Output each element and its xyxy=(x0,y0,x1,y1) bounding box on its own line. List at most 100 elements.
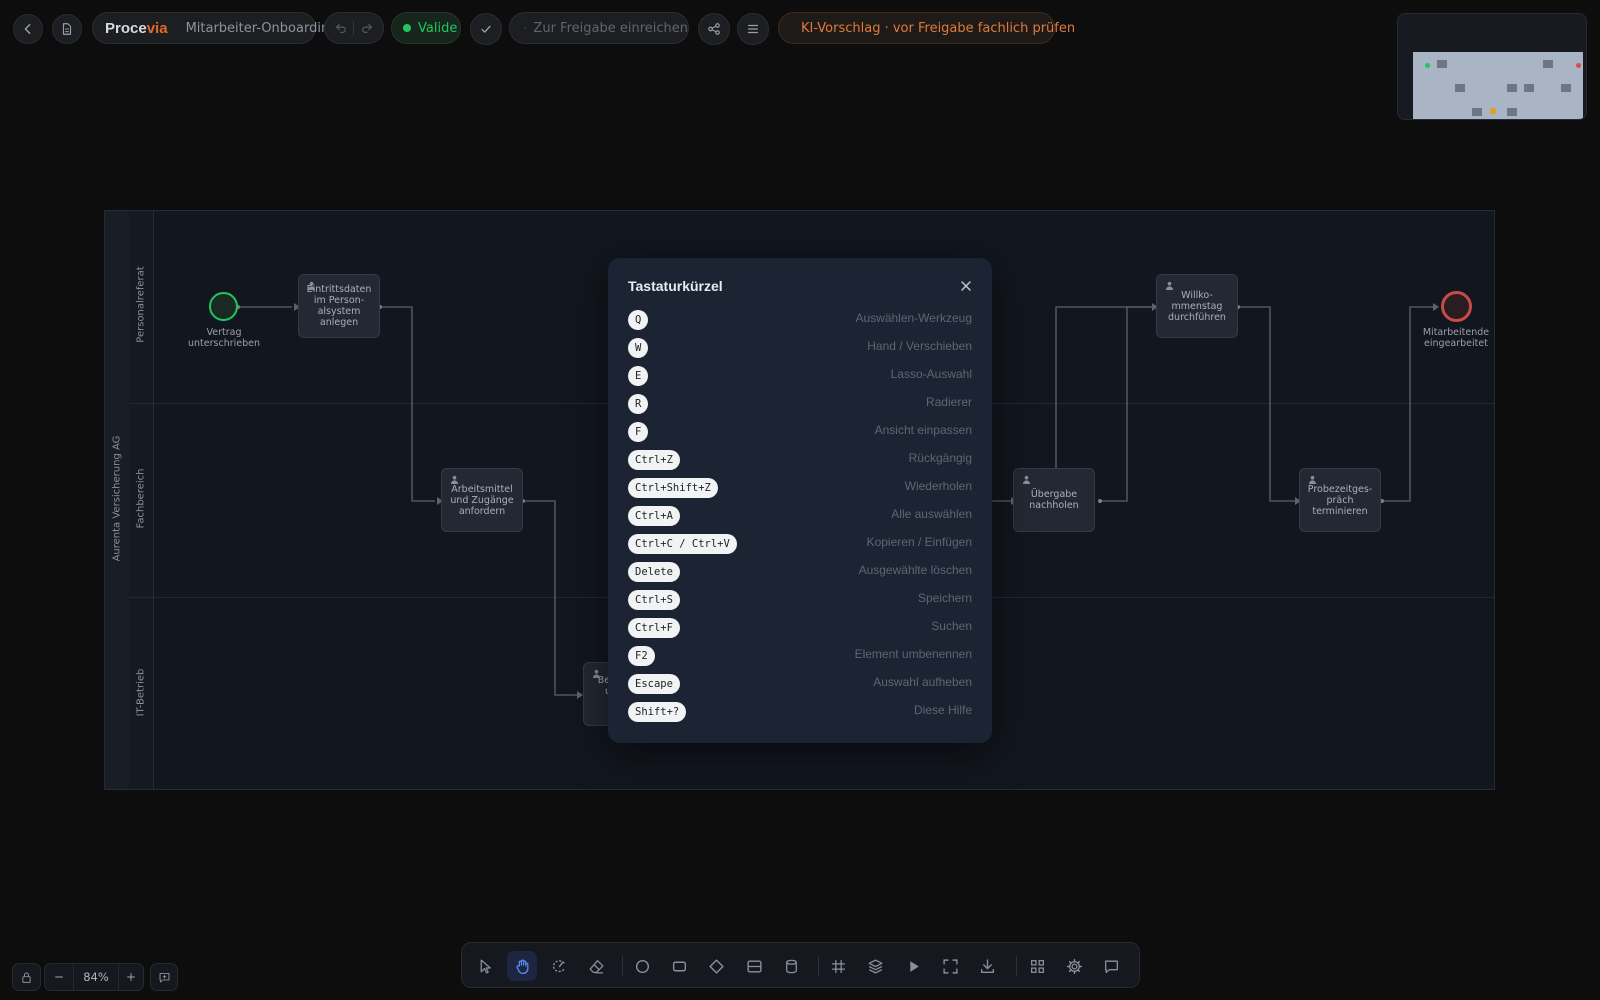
play-icon xyxy=(909,960,919,972)
shortcut-key: Ctrl+S xyxy=(628,590,680,610)
eraser-tool[interactable] xyxy=(581,951,611,981)
shortcut-row: Shift+?Diese Hilfe xyxy=(628,698,972,726)
minus-icon xyxy=(55,976,63,978)
close-icon[interactable] xyxy=(958,278,974,294)
minimap-node xyxy=(1490,108,1496,114)
toolbar-divider xyxy=(1016,956,1017,976)
hand-tool[interactable] xyxy=(507,951,537,981)
shortcut-description: Ausgewählte löschen xyxy=(858,563,972,577)
eraser-icon xyxy=(588,959,604,974)
task-arbeitsmittel[interactable]: Arbeitsmittel und Zugänge anfordern xyxy=(441,468,523,532)
minimap-end xyxy=(1576,63,1581,68)
share-button[interactable] xyxy=(698,13,730,45)
start-event-label: Vertrag unterschrieben xyxy=(188,327,260,349)
shortcut-description: Suchen xyxy=(931,619,972,633)
redo-icon[interactable] xyxy=(360,21,374,35)
note-icon xyxy=(159,972,169,982)
task-tool[interactable] xyxy=(664,951,694,981)
shortcut-description: Radierer xyxy=(925,395,972,409)
shortcut-key: Ctrl+F xyxy=(628,618,680,638)
shortcut-key: F xyxy=(628,422,649,442)
layers-button[interactable] xyxy=(860,951,890,981)
pointer-icon xyxy=(480,958,491,974)
shortcut-key: W xyxy=(628,338,649,358)
data-store-tool[interactable] xyxy=(776,951,806,981)
shortcut-key: Escape xyxy=(628,674,680,694)
shortcut-key: Delete xyxy=(628,562,680,582)
validate-button[interactable] xyxy=(470,13,502,45)
shortcut-description: Auswählen-Werkzeug xyxy=(855,311,972,325)
grid-icon xyxy=(831,959,845,973)
select-tool[interactable] xyxy=(470,951,500,981)
submit-approval-button[interactable]: Zur Freigabe einreichen xyxy=(509,12,689,44)
user-icon xyxy=(1022,475,1031,484)
task-eintrittsdaten[interactable]: Eintrittsdaten im Person-alsystem anlege… xyxy=(298,274,380,338)
task-probezeitgespraech[interactable]: Probezeitges-präch terminieren xyxy=(1299,468,1381,532)
check-icon xyxy=(481,25,491,33)
fit-view-button[interactable] xyxy=(935,951,965,981)
undo-redo-group xyxy=(324,12,384,44)
apps-button[interactable] xyxy=(1022,951,1052,981)
settings-button[interactable] xyxy=(1059,951,1089,981)
layers-icon xyxy=(867,958,883,974)
minimap-node xyxy=(1455,84,1465,92)
shortcut-description: Element umbenennen xyxy=(854,647,972,661)
share-icon xyxy=(708,23,720,35)
simulate-button[interactable] xyxy=(898,951,928,981)
lane-headers: Personalreferat Fachbereich IT-Betrieb xyxy=(129,211,154,789)
shortcut-description: Rückgängig xyxy=(908,451,972,465)
brand-logo: Procevia xyxy=(105,19,168,37)
annotation-button[interactable] xyxy=(150,963,178,991)
lane-label-fachbereich: Fachbereich xyxy=(135,468,147,529)
export-button[interactable] xyxy=(972,951,1002,981)
shortcut-key: Ctrl+C / Ctrl+V xyxy=(628,534,737,554)
menu-button[interactable] xyxy=(737,13,769,45)
shortcut-description: Lasso-Auswahl xyxy=(890,367,972,381)
document-icon xyxy=(62,23,72,35)
shortcut-description: Diese Hilfe xyxy=(913,703,972,717)
shortcut-row: Ctrl+F Suchen xyxy=(628,614,972,642)
lane-label-it-betrieb: IT-Betrieb xyxy=(135,668,147,717)
lock-button[interactable] xyxy=(12,963,41,991)
document-title-pill[interactable]: Procevia Mitarbeiter-Onboarding xyxy=(92,12,337,44)
task-uebergabe[interactable]: Übergabe nachholen xyxy=(1013,468,1095,532)
apps-icon xyxy=(1030,959,1044,973)
zoom-level[interactable]: 84% xyxy=(73,964,119,990)
lasso-icon xyxy=(552,959,565,972)
task-willkommenstag[interactable]: Willko-mmenstag durchführen xyxy=(1156,274,1238,338)
minimap-start xyxy=(1425,63,1430,68)
document-button[interactable] xyxy=(52,14,82,44)
hand-icon xyxy=(515,958,528,974)
minimap-node xyxy=(1507,108,1517,116)
diamond-icon xyxy=(708,958,724,974)
event-tool[interactable] xyxy=(627,951,657,981)
back-button[interactable] xyxy=(13,14,43,44)
start-event[interactable] xyxy=(209,292,238,321)
lasso-tool[interactable] xyxy=(544,951,574,981)
toolbar-divider xyxy=(818,956,819,976)
minimap[interactable] xyxy=(1397,13,1587,120)
grid-toggle[interactable] xyxy=(823,951,853,981)
comments-button[interactable] xyxy=(1096,951,1126,981)
lane-icon xyxy=(746,959,762,973)
zoom-in-button[interactable] xyxy=(117,964,145,990)
undo-icon[interactable] xyxy=(334,21,348,35)
zoom-out-button[interactable] xyxy=(45,964,73,990)
gateway-tool[interactable] xyxy=(701,951,731,981)
end-event[interactable] xyxy=(1441,291,1472,322)
minimap-node xyxy=(1472,108,1482,116)
end-event-label: Mitarbeitende eingearbeitet xyxy=(1422,327,1490,349)
pool-header: Aurenta Versicherung AG xyxy=(105,211,130,789)
ai-suggestion-notice[interactable]: KI-Vorschlag · vor Freigabe fachlich prü… xyxy=(778,12,1075,44)
lane-tool[interactable] xyxy=(739,951,769,981)
lock-icon xyxy=(22,972,31,983)
fit-icon xyxy=(942,958,958,974)
